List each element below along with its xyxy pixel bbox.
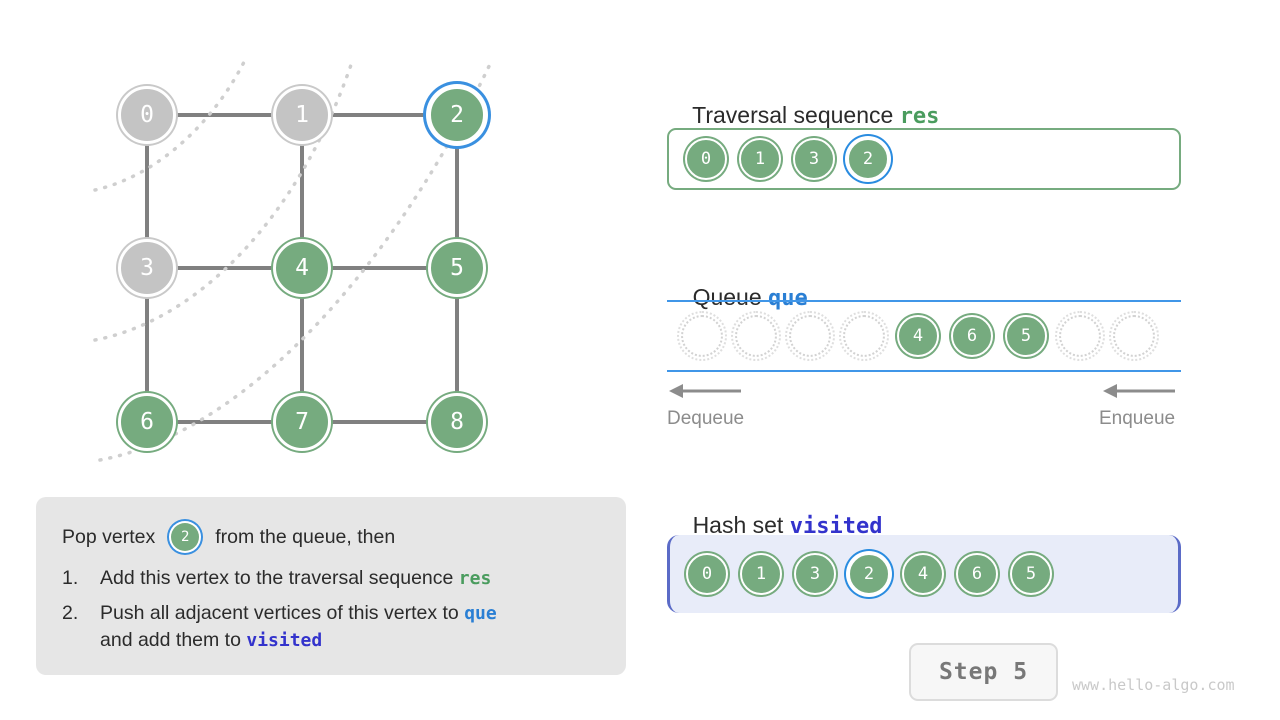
queue-slot-empty <box>785 311 835 361</box>
graph-node-7[interactable]: 7 <box>273 393 331 451</box>
graph-panel: 0 1 2 3 4 5 6 7 8 <box>0 0 640 500</box>
hashset-slot-filled: 5 <box>1010 553 1052 595</box>
instruction-step: 2. Push all adjacent vertices of this ver… <box>62 600 600 653</box>
res-title-keyword: res <box>899 104 940 129</box>
res-title-plain: Traversal sequence <box>692 102 900 128</box>
instruction-card: Pop vertex 2 from the queue, then 1. Add … <box>36 497 626 675</box>
hashset-title-plain: Hash set <box>692 512 790 538</box>
graph-node-8[interactable]: 8 <box>428 393 486 451</box>
instruction-step-text: Add this vertex to the traversal sequenc… <box>100 567 492 589</box>
queue-arrows: Dequeue Enqueue <box>667 380 1181 429</box>
graph-node-5[interactable]: 5 <box>428 239 486 297</box>
res-slot-filled: 1 <box>739 138 781 180</box>
hashset-title-keyword: visited <box>789 514 883 539</box>
queue-bottom-rule <box>667 370 1181 372</box>
hashset-slot-filled: 6 <box>956 553 998 595</box>
instruction-lead: Pop vertex 2 from the queue, then <box>62 519 600 555</box>
res-slot-filled: 3 <box>793 138 835 180</box>
instruction-step-number: 2. <box>62 602 79 625</box>
queue-title-keyword: que <box>768 286 808 311</box>
instruction-keyword: que <box>464 603 497 625</box>
watermark: www.hello-algo.com <box>1072 676 1235 694</box>
graph-node-0[interactable]: 0 <box>118 86 176 144</box>
res-section-title: Traversal sequence res <box>667 75 939 156</box>
res-slot-filled: 0 <box>685 138 727 180</box>
graph-node-3[interactable]: 3 <box>118 239 176 297</box>
queue-slot-filled: 6 <box>951 315 993 357</box>
enqueue-label: Enqueue <box>1099 408 1176 429</box>
queue-slot-empty <box>731 311 781 361</box>
instruction-step: 1. Add this vertex to the traversal seque… <box>62 565 600 591</box>
instruction-keyword: visited <box>246 629 323 651</box>
instruction-step-text: Push all adjacent vertices of this verte… <box>100 602 497 651</box>
queue-title-plain: Queue <box>692 284 769 310</box>
queue-slot-empty <box>839 311 889 361</box>
queue-section-title: Queue que <box>667 257 808 338</box>
instruction-lead-after: from the queue, then <box>215 525 396 548</box>
hashset-slot-filled: 0 <box>686 553 728 595</box>
instruction-step-number: 1. <box>62 567 79 589</box>
hashset-slot-filled: 1 <box>740 553 782 595</box>
queue-slot-empty <box>677 311 727 361</box>
hashset-slot-filled: 3 <box>794 553 836 595</box>
graph-node-6[interactable]: 6 <box>118 393 176 451</box>
instruction-keyword: res <box>458 568 492 589</box>
dequeue-label: Dequeue <box>667 408 745 429</box>
graph-node-2[interactable]: 2 <box>428 86 486 144</box>
hashset-slot-filled: 2 <box>848 553 890 595</box>
dequeue-arrow-icon <box>669 384 741 398</box>
res-slot-filled: 2 <box>847 138 889 180</box>
step-badge: Step 5 <box>909 643 1058 701</box>
queue-top-rule <box>667 300 1181 302</box>
queue-slot-empty <box>1109 311 1159 361</box>
queue-slot-filled: 5 <box>1005 315 1047 357</box>
enqueue-arrow-icon <box>1103 384 1175 398</box>
hashset-section-title: Hash set visited <box>667 485 883 566</box>
instruction-steps: 1. Add this vertex to the traversal seque… <box>62 565 600 653</box>
instruction-vertex-badge: 2 <box>171 523 200 551</box>
queue-slot-filled: 4 <box>897 315 939 357</box>
queue-slot-empty <box>1055 311 1105 361</box>
instruction-lead-before: Pop vertex <box>62 525 156 548</box>
wavefront-curve-1 <box>93 58 247 192</box>
graph-node-1[interactable]: 1 <box>273 86 331 144</box>
graph-node-4[interactable]: 4 <box>273 239 331 297</box>
hashset-slot-filled: 4 <box>902 553 944 595</box>
